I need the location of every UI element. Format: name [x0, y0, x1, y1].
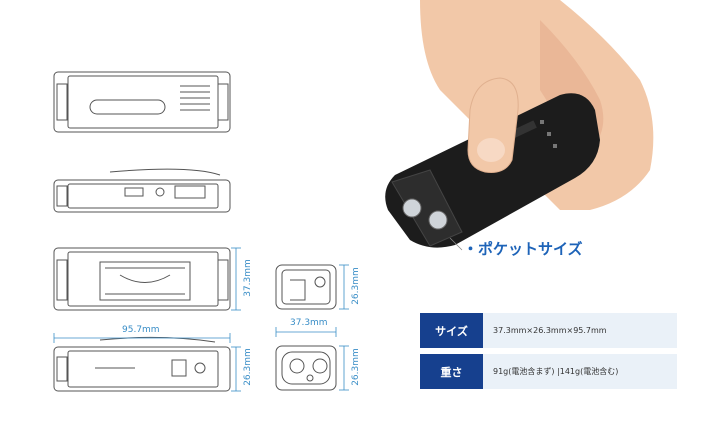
dim-bottom-height: 26.3mm — [242, 348, 253, 386]
spec-value-size: 37.3mm×26.3mm×95.7mm — [483, 313, 677, 348]
dim-end-width: 37.3mm — [290, 318, 328, 328]
dim-side-height: 37.3mm — [242, 259, 253, 297]
spec-row-size: サイズ 37.3mm×26.3mm×95.7mm — [420, 313, 677, 348]
end-view-top-drawing — [275, 264, 337, 310]
dim-length: 95.7mm — [122, 325, 160, 335]
pocket-size-tag: ・ポケットサイズ — [463, 240, 583, 258]
spec-value-weight: 91g(電池含まず) |141g(電池含む) — [483, 354, 677, 389]
dim-end-height-top: 26.3mm — [350, 267, 361, 305]
front-view-drawing — [53, 336, 231, 392]
dimension-lines — [53, 247, 349, 392]
spec-label-size: サイズ — [420, 313, 483, 348]
side-view-drawing — [53, 168, 231, 213]
top-view-drawing — [53, 71, 231, 133]
spec-row-weight: 重さ 91g(電池含まず) |141g(電池含む) — [420, 354, 677, 389]
end-view-bottom-drawing — [275, 345, 337, 391]
dim-end-height-bottom: 26.3mm — [350, 348, 361, 386]
bottom-view-drawing — [53, 247, 231, 311]
hand-holding-flashlight-image — [385, 0, 654, 251]
spec-label-weight: 重さ — [420, 354, 483, 389]
spec-table: サイズ 37.3mm×26.3mm×95.7mm 重さ 91g(電池含まず) |… — [420, 313, 677, 395]
thumbnail-shape — [477, 138, 505, 162]
